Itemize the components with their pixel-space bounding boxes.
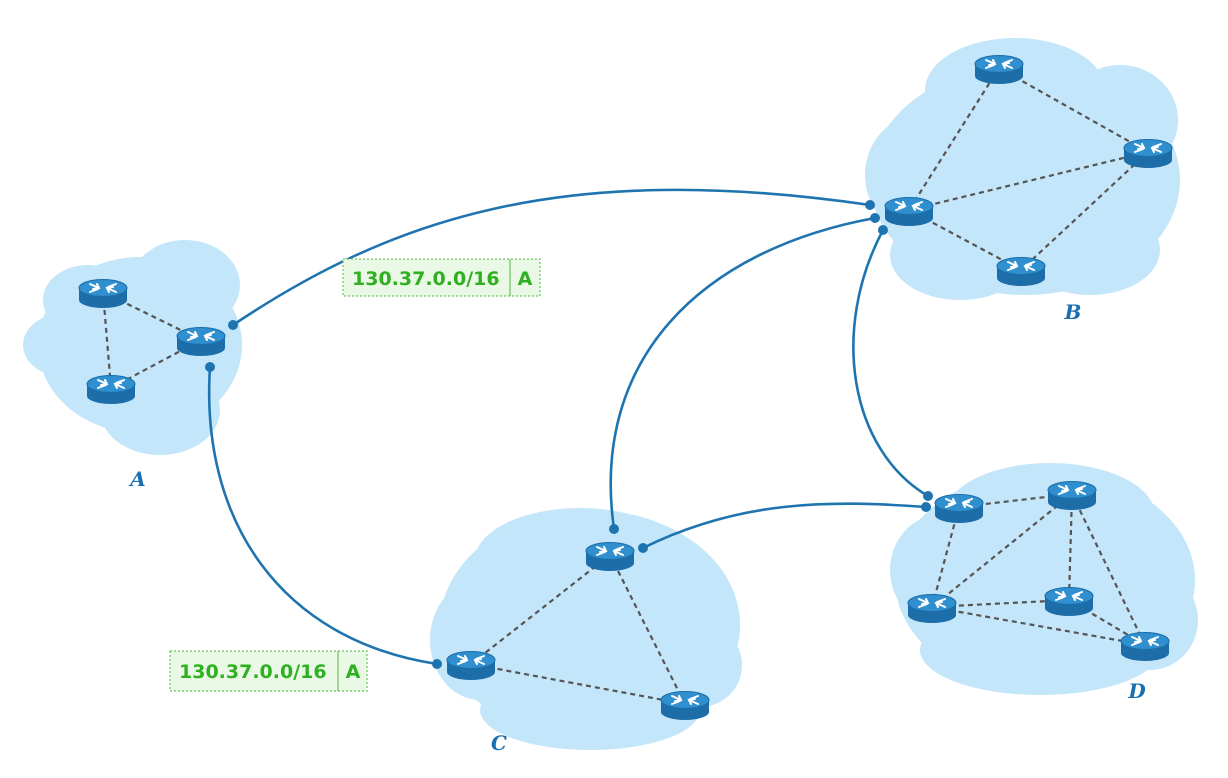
router-icon (78, 278, 128, 309)
router-icon (660, 690, 710, 721)
router-icon (974, 54, 1024, 85)
link-b-d (852, 229, 929, 498)
route-advertisement: 130.37.0.0/16 A (342, 258, 541, 297)
router-icon (1120, 631, 1170, 662)
route-prefix: 130.37.0.0/16 (352, 268, 500, 290)
router-icon (1044, 586, 1094, 617)
route-prefix: 130.37.0.0/16 (179, 661, 327, 683)
route-as-path: A (346, 661, 361, 683)
router-icon (1047, 480, 1097, 511)
as-label-d: D (1127, 679, 1146, 703)
router-icon (934, 493, 984, 524)
route-advertisement: 130.37.0.0/16 A (169, 650, 368, 692)
link-a-b (232, 188, 871, 327)
link-a-c (207, 366, 438, 666)
as-label-c: C (491, 731, 507, 755)
link-c-d (642, 502, 927, 550)
router-icon (907, 593, 957, 624)
router-icon (585, 541, 635, 572)
as-d-cloud (890, 463, 1198, 695)
link-b-c (609, 216, 876, 530)
router-icon (86, 374, 136, 405)
route-as-path: A (518, 268, 533, 290)
router-icon (176, 326, 226, 357)
as-label-b: B (1064, 300, 1082, 324)
as-label-a: A (128, 467, 146, 491)
router-icon (996, 256, 1046, 287)
router-icon (1123, 138, 1173, 169)
ebgp-links (207, 188, 929, 666)
link-endpoints (205, 200, 933, 669)
router-icon (446, 650, 496, 681)
router-icon (884, 196, 934, 227)
as-b-cloud (865, 38, 1180, 300)
